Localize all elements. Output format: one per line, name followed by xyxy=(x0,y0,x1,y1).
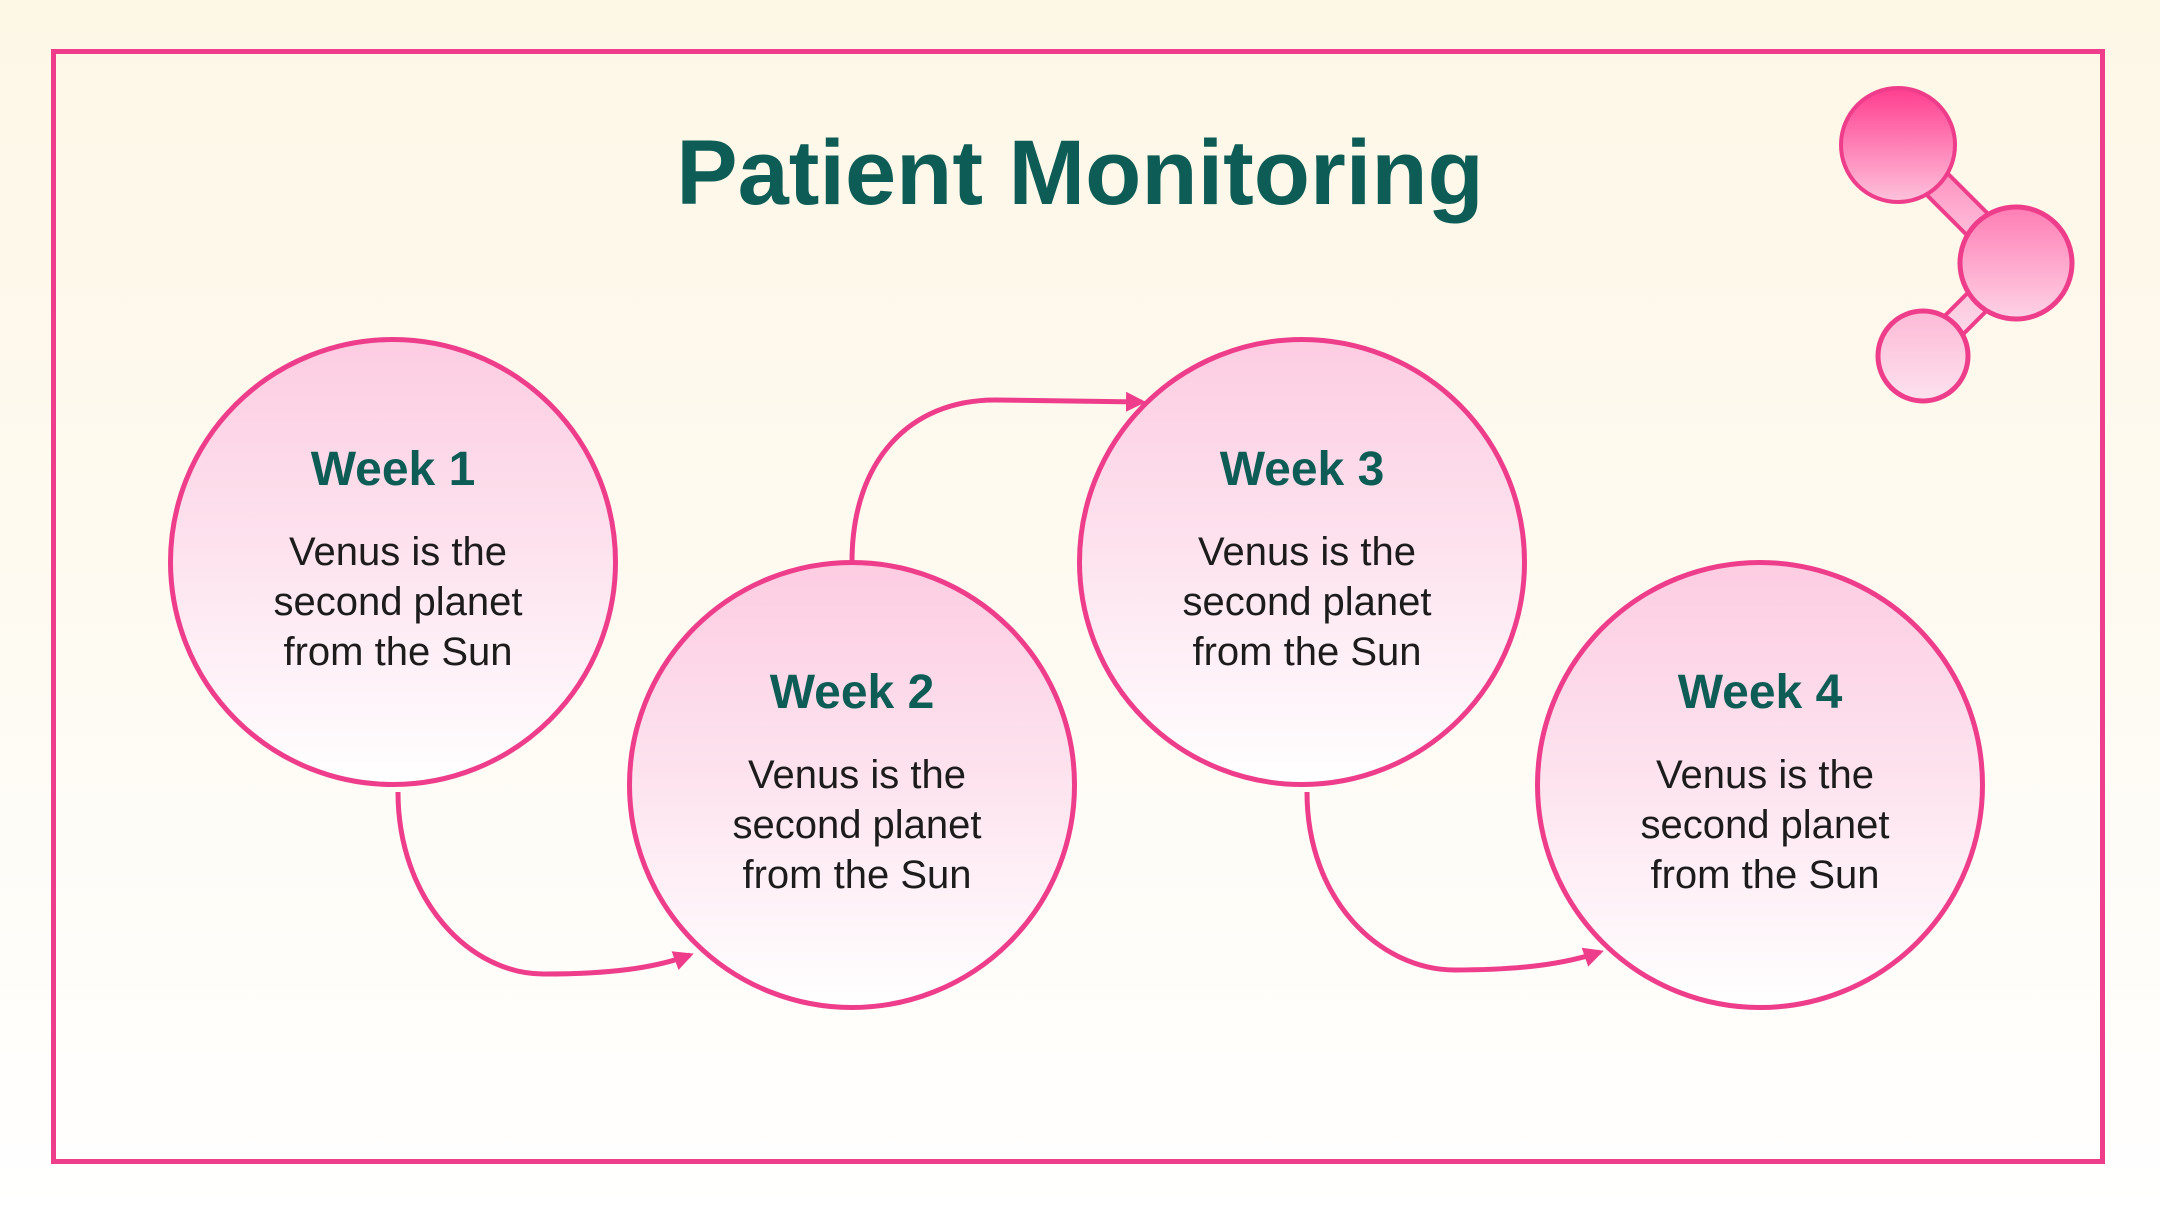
arrow-week2-to-week3 xyxy=(849,391,1146,563)
week-description-line: second planet xyxy=(273,580,523,624)
week-description: Venus is the second planet from the Sun xyxy=(223,527,573,677)
arrow-week1-to-week2 xyxy=(395,791,694,977)
week-description-line: from the Sun xyxy=(283,630,513,674)
week-description-line: second planet xyxy=(1182,580,1432,624)
week-description-line: from the Sun xyxy=(1650,853,1880,897)
week-description-line: second planet xyxy=(1640,803,1890,847)
week-description-line: from the Sun xyxy=(742,853,972,897)
week-description: Venus is the second planet from the Sun xyxy=(1132,527,1482,677)
week-3-circle: Week 3 Venus is the second planet from t… xyxy=(1077,337,1527,787)
week-2-circle: Week 2 Venus is the second planet from t… xyxy=(627,560,1077,1010)
slide-frame xyxy=(51,49,2105,1164)
week-description-line: Venus is the xyxy=(748,753,966,797)
week-description: Venus is the second planet from the Sun xyxy=(1590,750,1940,900)
molecule-node-right xyxy=(1957,204,2075,322)
week-title: Week 2 xyxy=(769,666,935,719)
molecule-node-top xyxy=(1839,86,1957,204)
week-description-line: from the Sun xyxy=(1192,630,1422,674)
week-title: Week 1 xyxy=(310,443,476,496)
week-description-line: Venus is the xyxy=(1656,753,1874,797)
page-title: Patient Monitoring xyxy=(676,122,1484,224)
arrow-week3-to-week4 xyxy=(1304,791,1604,973)
week-description-line: Venus is the xyxy=(1198,530,1416,574)
week-title: Week 3 xyxy=(1219,443,1385,496)
molecule-node-bottom xyxy=(1875,308,1971,404)
week-description-line: Venus is the xyxy=(289,530,507,574)
week-description-line: second planet xyxy=(732,803,982,847)
week-description: Venus is the second planet from the Sun xyxy=(682,750,1032,900)
week-1-circle: Week 1 Venus is the second planet from t… xyxy=(168,337,618,787)
week-4-circle: Week 4 Venus is the second planet from t… xyxy=(1535,560,1985,1010)
week-title: Week 4 xyxy=(1677,666,1843,719)
